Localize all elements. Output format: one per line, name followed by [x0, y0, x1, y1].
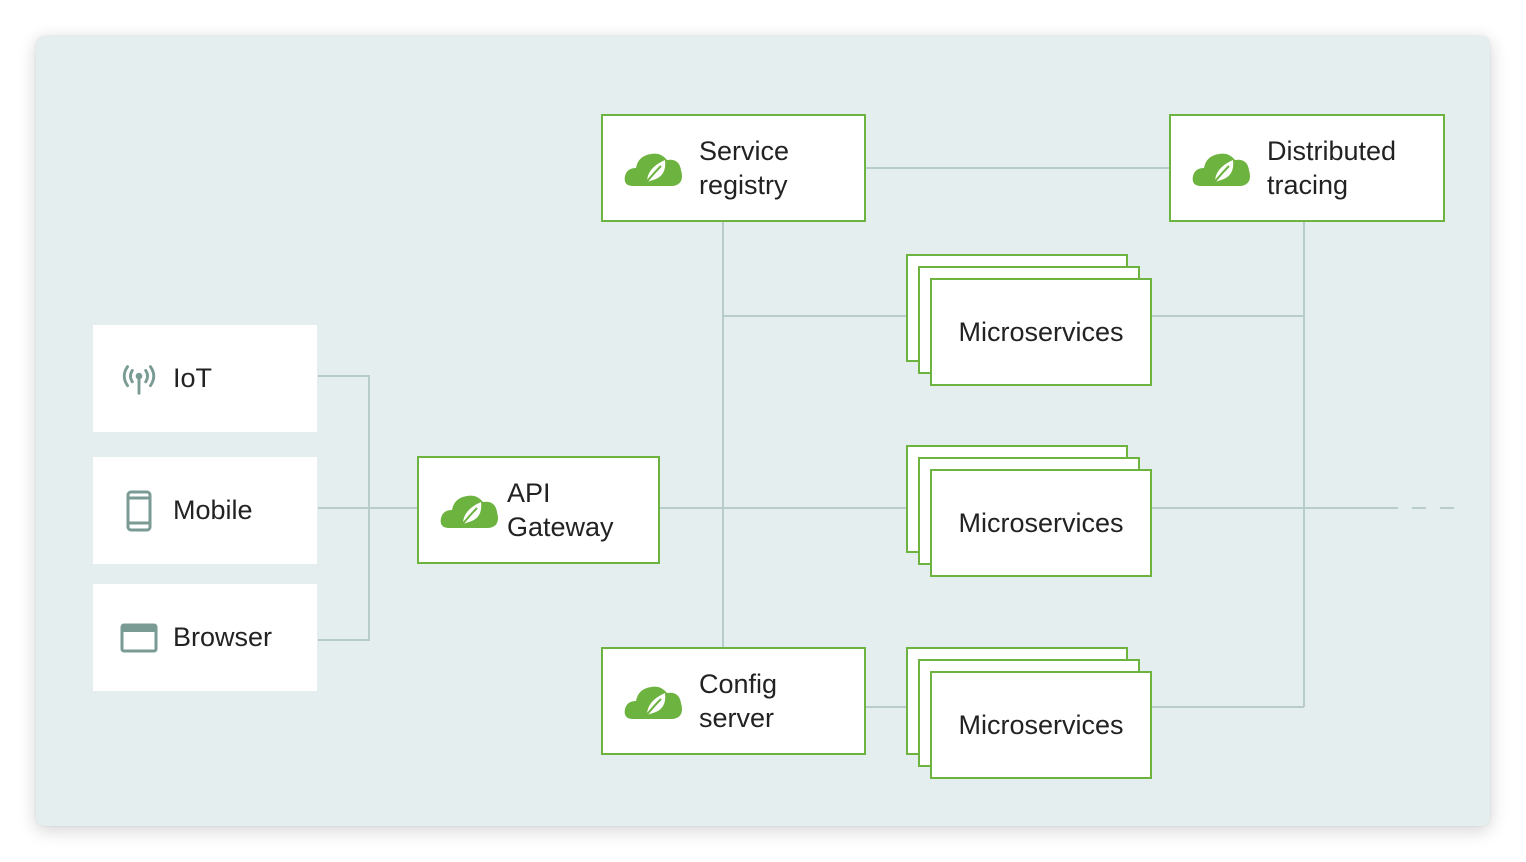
box-label-line1: Service	[699, 136, 790, 166]
spring-leaf-icon	[1192, 153, 1250, 186]
spring-leaf-icon	[440, 495, 498, 528]
box-label-line2: server	[699, 703, 775, 733]
api-gateway-box: API Gateway	[417, 456, 660, 564]
antenna-icon	[119, 359, 159, 399]
microservices-stack-middle: Microservices	[906, 445, 1152, 577]
client-browser: Browser	[93, 584, 317, 691]
browser-window-icon	[119, 618, 159, 658]
microservices-label: Microservices	[958, 709, 1124, 740]
microservices-stack-top: Microservices	[906, 254, 1152, 386]
microservice-card-front: Microservices	[930, 469, 1152, 577]
box-label-line2: registry	[699, 170, 788, 200]
microservice-card-front: Microservices	[930, 671, 1152, 779]
microservices-label: Microservices	[958, 507, 1124, 538]
client-label: Mobile	[173, 495, 253, 525]
mobile-phone-icon	[119, 490, 159, 531]
client-label: Browser	[173, 622, 273, 652]
box-label-line1: API	[507, 478, 551, 508]
spring-leaf-icon	[624, 153, 682, 186]
box-label-line2: Gateway	[507, 512, 614, 542]
microservices-label: Microservices	[958, 316, 1124, 347]
spring-leaf-icon	[624, 686, 682, 719]
client-iot: IoT	[93, 325, 317, 432]
microservices-stack-bottom: Microservices	[906, 647, 1152, 779]
box-label-line1: Config	[699, 669, 778, 699]
client-mobile: Mobile	[93, 457, 317, 564]
distributed-tracing-box: Distributed tracing	[1169, 114, 1445, 222]
microservice-card-front: Microservices	[930, 278, 1152, 386]
client-label: IoT	[173, 363, 213, 393]
service-registry-box: Service registry	[601, 114, 866, 222]
box-label-line2: tracing	[1267, 170, 1349, 200]
box-label-line1: Distributed	[1267, 136, 1397, 166]
config-server-box: Config server	[601, 647, 866, 755]
